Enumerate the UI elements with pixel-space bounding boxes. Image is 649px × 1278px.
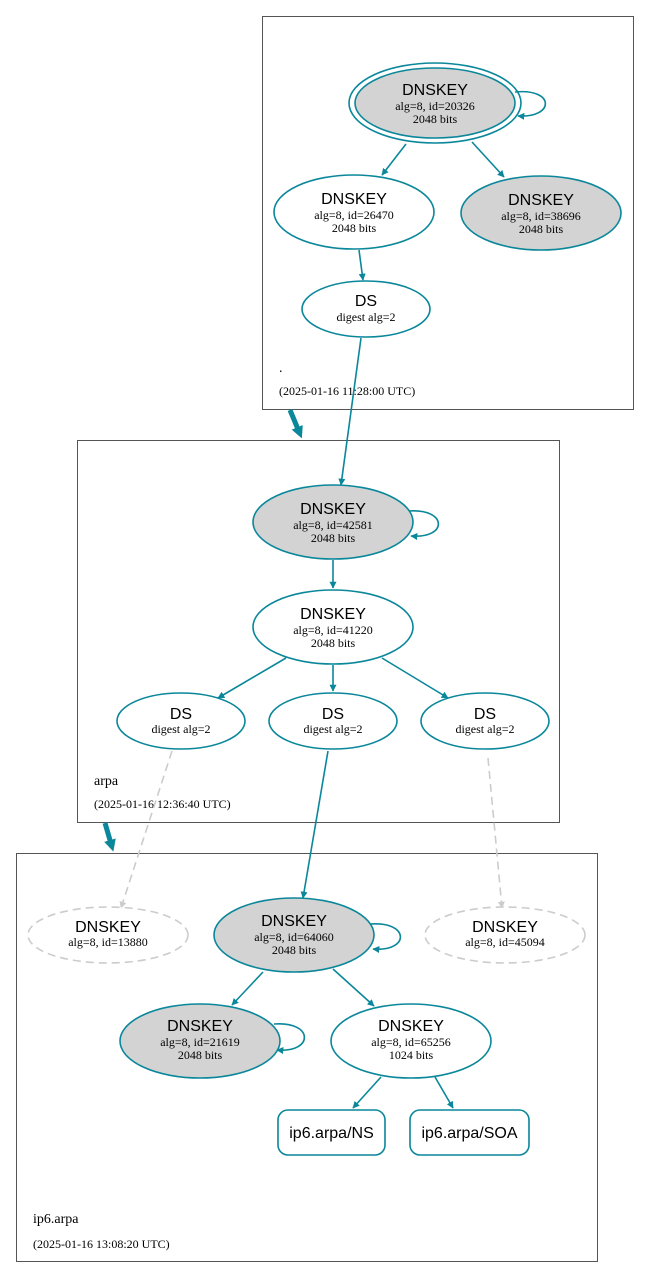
node-title: DNSKEY	[472, 919, 538, 936]
node-ip6-dnskey-21619[interactable]: DNSKEY alg=8, id=21619 2048 bits	[119, 1003, 281, 1079]
edge-arpa-ksk-self	[407, 510, 440, 540]
node-root-ksk-20326[interactable]: DNSKEY alg=8, id=20326 2048 bits	[348, 62, 522, 144]
node-detail: alg=8, id=65256	[371, 1035, 451, 1049]
node-title: DNSKEY	[378, 1018, 444, 1035]
node-detail: 2048 bits	[413, 112, 458, 126]
edge-root-ksk-to-zsk1	[381, 143, 407, 176]
rrset-label: ip6.arpa/SOA	[421, 1125, 517, 1142]
node-title: DS	[170, 706, 192, 723]
node-ip6-missing-dnskey-45094[interactable]: DNSKEY alg=8, id=45094	[424, 906, 586, 964]
node-arpa-zsk-41220[interactable]: DNSKEY alg=8, id=41220 2048 bits	[252, 589, 414, 665]
node-detail: alg=8, id=41220	[293, 623, 373, 637]
edge-ip6-ksk-to-zsk	[332, 968, 375, 1007]
zone-timestamp-arpa: (2025-01-16 12:36:40 UTC)	[94, 797, 231, 811]
zone-label-arpa: arpa	[94, 774, 119, 789]
node-title: DNSKEY	[75, 919, 141, 936]
zone-timestamp-root: (2025-01-16 11:28:00 UTC)	[279, 384, 415, 398]
zone-label-ip6-arpa: ip6.arpa	[33, 1212, 79, 1227]
node-detail: digest alg=2	[303, 722, 362, 736]
delegation-arrow-arpa-to-ip6	[102, 822, 116, 852]
node-detail: digest alg=2	[336, 310, 395, 324]
node-title: DNSKEY	[402, 82, 468, 99]
node-rrset-ip6-arpa-soa[interactable]: ip6.arpa/SOA	[409, 1109, 530, 1156]
node-detail: 1024 bits	[389, 1048, 434, 1062]
rrset-label: ip6.arpa/NS	[289, 1125, 374, 1142]
zone-box-root	[262, 16, 634, 410]
edge-arpa-ds3-to-missing-45094	[487, 757, 505, 909]
edge-root-ksk-self	[514, 90, 547, 120]
delegation-arrow-root-to-arpa	[287, 409, 303, 439]
zone-label-root: .	[279, 361, 283, 376]
edge-ip6-ksk-self	[369, 923, 402, 953]
node-arpa-ds-3[interactable]: DS digest alg=2	[420, 692, 550, 750]
node-root-ds[interactable]: DS digest alg=2	[301, 280, 431, 338]
node-ip6-missing-dnskey-13880[interactable]: DNSKEY alg=8, id=13880	[27, 906, 189, 964]
edge-ip6-zsk-to-ns	[352, 1076, 382, 1109]
edge-arpa-ds2-to-ip6-ksk	[300, 750, 329, 899]
node-detail: alg=8, id=64060	[254, 930, 334, 944]
edge-arpa-zsk-to-ds3	[381, 657, 449, 699]
node-detail: alg=8, id=42581	[293, 518, 373, 532]
node-ip6-ksk-64060[interactable]: DNSKEY alg=8, id=64060 2048 bits	[213, 897, 375, 973]
edge-ip6-ksk-to-21619	[231, 971, 264, 1006]
node-title: DNSKEY	[300, 606, 366, 623]
node-detail: digest alg=2	[151, 722, 210, 736]
node-detail: 2048 bits	[272, 943, 317, 957]
zone-box-ip6-arpa	[16, 853, 598, 1262]
node-rrset-ip6-arpa-ns[interactable]: ip6.arpa/NS	[277, 1109, 386, 1156]
edge-root-ds-to-arpa-ksk	[338, 337, 362, 486]
node-detail: 2048 bits	[178, 1048, 223, 1062]
edge-root-zsk1-to-ds	[358, 249, 366, 281]
node-title: DS	[474, 706, 496, 723]
node-detail: 2048 bits	[311, 636, 356, 650]
node-detail: alg=8, id=21619	[160, 1035, 240, 1049]
edge-ip6-21619-self	[273, 1023, 306, 1054]
node-root-zsk-38696[interactable]: DNSKEY alg=8, id=38696 2048 bits	[460, 175, 622, 251]
node-title: DS	[355, 293, 377, 310]
node-arpa-ksk-42581[interactable]: DNSKEY alg=8, id=42581 2048 bits	[252, 484, 414, 560]
zone-timestamp-ip6-arpa: (2025-01-16 13:08:20 UTC)	[33, 1237, 170, 1251]
node-detail: digest alg=2	[455, 722, 514, 736]
node-detail: alg=8, id=20326	[395, 99, 475, 113]
zone-box-arpa	[77, 440, 560, 823]
node-ip6-zsk-65256[interactable]: DNSKEY alg=8, id=65256 1024 bits	[330, 1003, 492, 1079]
node-detail: 2048 bits	[519, 222, 564, 236]
edge-ip6-zsk-to-soa	[434, 1076, 454, 1109]
node-title: DS	[322, 706, 344, 723]
node-detail: alg=8, id=13880	[68, 935, 148, 949]
edge-arpa-zsk-to-ds1	[217, 657, 287, 699]
node-detail: 2048 bits	[311, 531, 356, 545]
node-title: DNSKEY	[167, 1018, 233, 1035]
node-root-zsk-26470[interactable]: DNSKEY alg=8, id=26470 2048 bits	[273, 174, 435, 250]
node-title: DNSKEY	[321, 191, 387, 208]
edge-root-ksk-to-zsk2	[471, 141, 505, 178]
edge-arpa-ds1-to-missing-13880	[119, 750, 173, 909]
node-arpa-ds-1[interactable]: DS digest alg=2	[116, 692, 246, 750]
node-detail: 2048 bits	[332, 221, 377, 235]
node-detail: alg=8, id=38696	[501, 209, 581, 223]
node-title: DNSKEY	[261, 913, 327, 930]
node-detail: alg=8, id=45094	[465, 935, 545, 949]
node-arpa-ds-2[interactable]: DS digest alg=2	[268, 692, 398, 750]
node-title: DNSKEY	[508, 192, 574, 209]
node-detail: alg=8, id=26470	[314, 208, 394, 222]
node-title: DNSKEY	[300, 501, 366, 518]
